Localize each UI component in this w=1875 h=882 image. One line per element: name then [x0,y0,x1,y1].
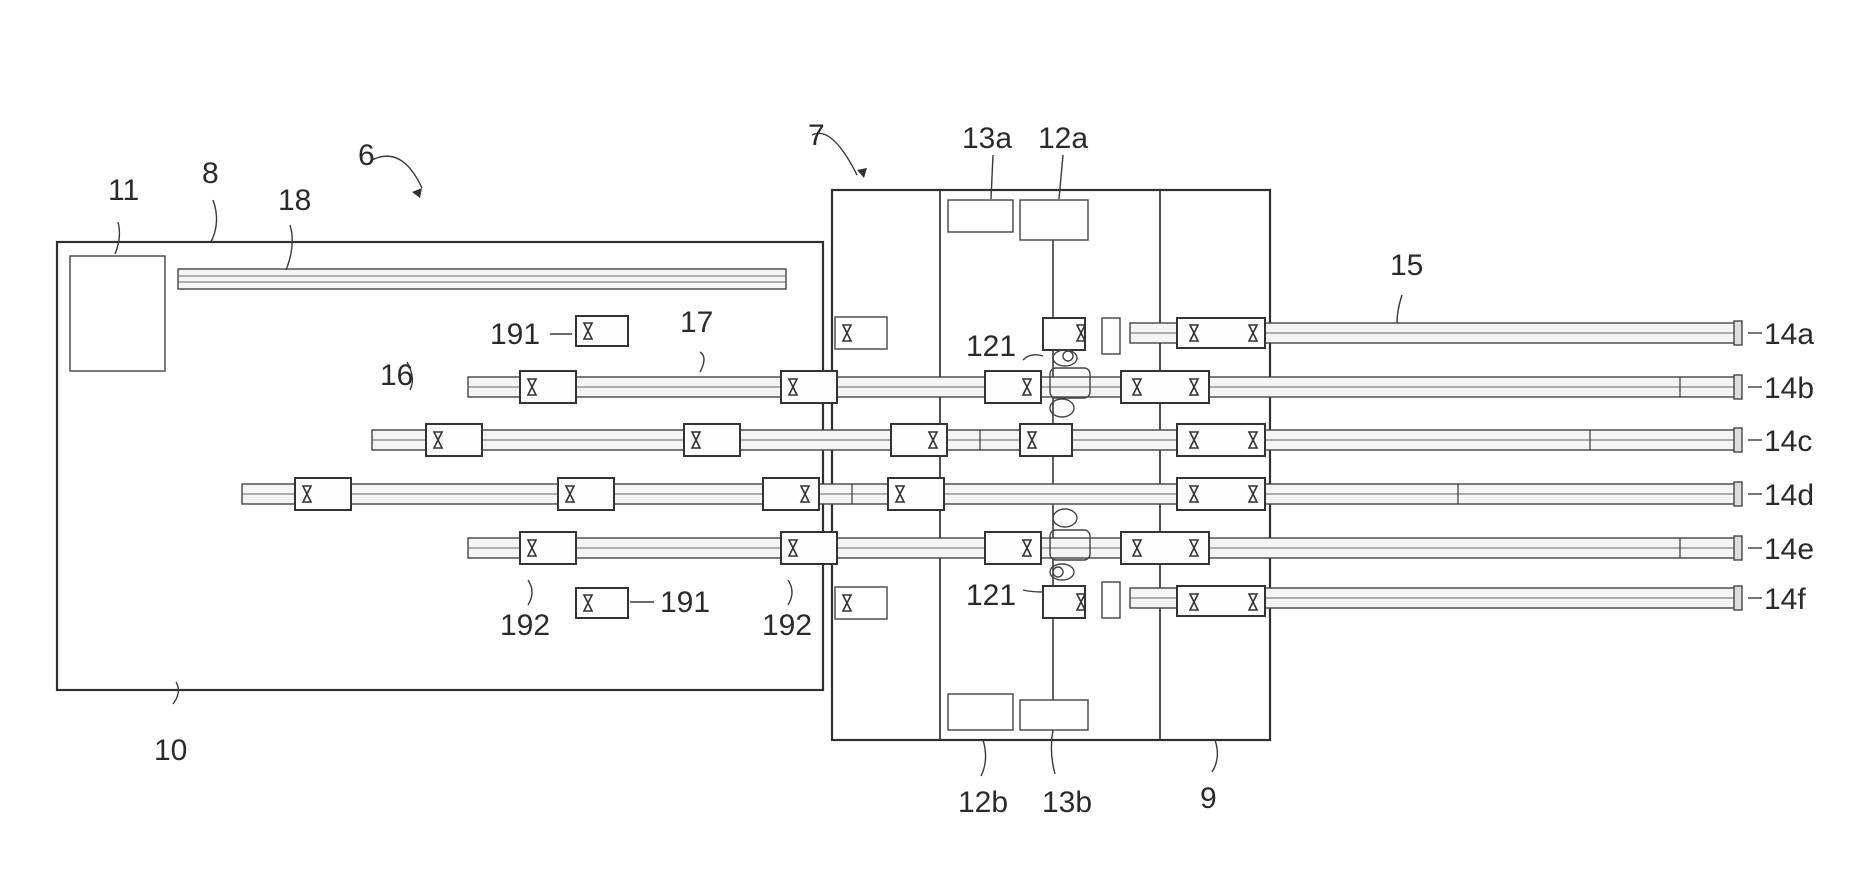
label-14e: 14e [1764,533,1814,566]
label-192-left: 192 [500,609,550,642]
label-11: 11 [108,174,139,207]
component-13b [1020,700,1088,730]
label-16: 16 [380,359,413,392]
tube-end-caps [1734,321,1742,610]
component-11 [70,256,165,371]
component-13a [948,200,1013,232]
sensor-box-bottom [835,587,887,619]
label-121-top: 121 [966,330,1016,363]
label-12a: 12a [1038,122,1088,155]
label-14b: 14b [1764,372,1814,405]
valve-marks [303,323,1257,611]
label-17: 17 [680,306,713,339]
chamber-7 [832,190,1270,740]
label-12b: 12b [958,786,1008,819]
label-8: 8 [202,157,219,190]
rail-18 [178,269,786,289]
label-14a: 14a [1764,318,1814,351]
valve-group [295,316,1265,618]
component-12b [948,694,1013,730]
label-15: 15 [1390,249,1423,282]
label-7: 7 [808,119,825,152]
label-13a: 13a [962,122,1012,155]
component-12a [1020,200,1088,240]
label-13b: 13b [1042,786,1092,819]
label-10: 10 [154,734,187,767]
label-18: 18 [278,184,311,217]
label-14d: 14d [1764,479,1814,512]
label-192-right: 192 [762,609,812,642]
label-14f: 14f [1764,583,1806,616]
label-14c: 14c [1764,425,1812,458]
label-9: 9 [1200,782,1217,815]
label-191-top: 191 [490,318,540,351]
label-191-bottom: 191 [660,586,710,619]
sensor-box-top [835,317,887,349]
label-121-bottom: 121 [966,579,1016,612]
label-6: 6 [358,139,375,172]
